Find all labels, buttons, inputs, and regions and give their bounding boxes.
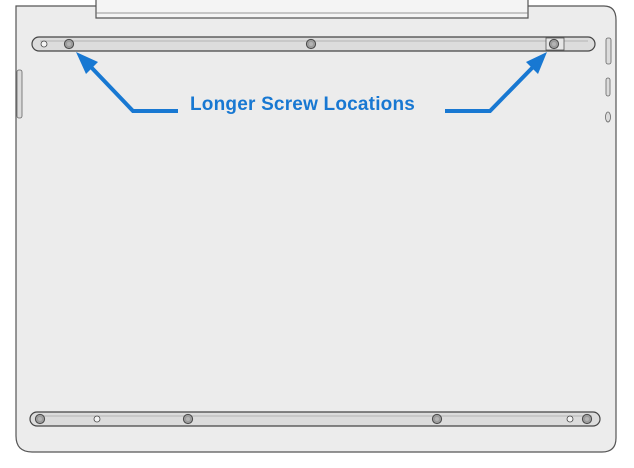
top-right-screw [548,38,560,50]
chassis-outline [15,5,617,453]
top-center-screw [305,38,317,50]
top-rail [31,36,596,52]
right-side-slot-2 [605,77,611,97]
bottom-rail [29,411,601,427]
bottom-center-left-screw [182,413,194,425]
top-rail-pin [40,40,48,48]
bottom-right-screw [581,413,593,425]
callout-arrow-left [76,52,178,113]
bottom-rail-pin-left [93,415,101,423]
right-side-slot-1 [605,37,612,65]
right-side-button [605,111,611,123]
hinge-strip [95,0,529,19]
callout-arrow-right [445,52,547,113]
bottom-center-right-screw [431,413,443,425]
bottom-rail-pin-right [566,415,574,423]
left-side-port [16,69,23,119]
top-left-screw [63,38,75,50]
callout-label: Longer Screw Locations [190,94,416,115]
bottom-left-screw [34,413,46,425]
